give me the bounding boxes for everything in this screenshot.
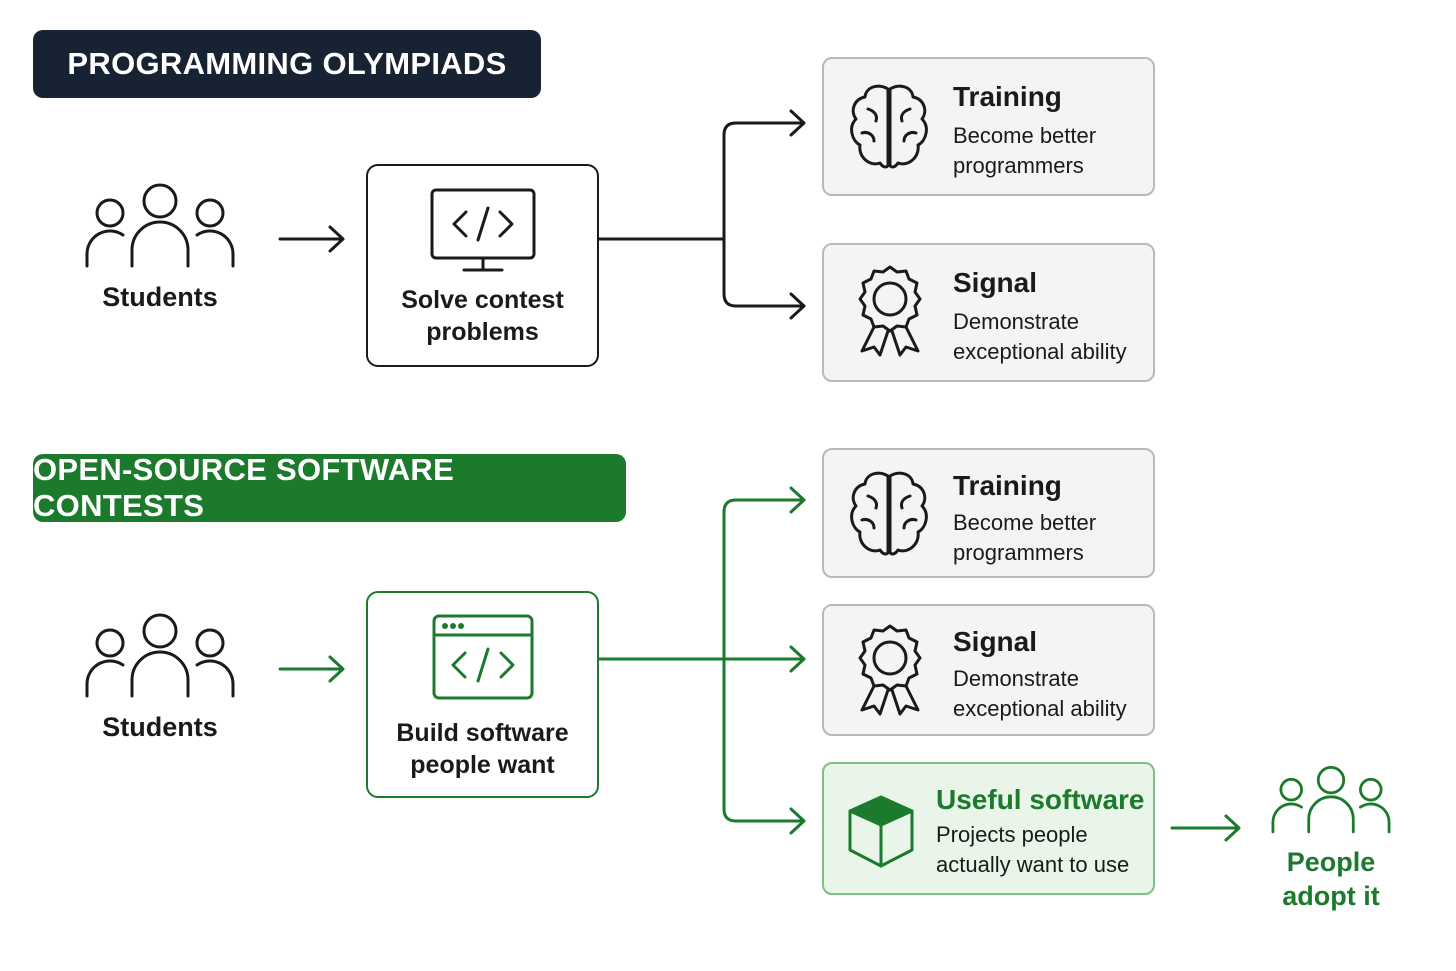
outcome-card-signal: Signal Demonstrate exceptional ability [822,243,1155,382]
students-label: Students [102,712,218,742]
outcome-card-training: Training Become better programmers [822,448,1155,578]
students-node: Students [85,612,235,743]
section-banner-open-source: OPEN-SOURCE SOFTWARE CONTESTS [33,452,626,523]
arrow-to-signal [789,292,806,320]
outcome-desc: Projects people actually want to use [936,822,1130,877]
arrow-to-signal [789,645,806,673]
outcome-desc: Become better programmers [953,123,1097,178]
brain-icon [850,84,928,169]
award-ribbon-icon [858,624,922,716]
outcome-title: Signal [953,626,1038,657]
code-window-icon [432,614,533,700]
students-node: Students [85,182,235,313]
activity-label: Solve contest problems [401,286,564,346]
people-group-icon [85,183,235,268]
outcome-desc: Become better programmers [953,510,1097,565]
award-ribbon-icon [858,265,922,357]
brain-icon [850,471,928,556]
banner-label: PROGRAMMING OLYMPIADS [67,46,507,81]
section-banner-olympiads: PROGRAMMING OLYMPIADS [33,30,541,98]
activity-box-solve: Solve contest problems [366,164,599,367]
branch-connector [722,121,805,308]
outcome-title: Training [953,470,1062,501]
outcome-desc: Demonstrate exceptional ability [953,666,1127,721]
banner-label: OPEN-SOURCE SOFTWARE CONTESTS [33,452,455,523]
arrow-to-training [789,109,806,137]
people-group-icon [85,613,235,698]
box-icon [848,795,914,868]
outcome-title: Training [953,81,1062,112]
activity-label: Build software people want [396,719,569,779]
outcome-card-useful-software: Useful software Projects people actually… [822,762,1155,895]
adoption-label: People adopt it [1282,847,1380,911]
outcome-title: Useful software [936,784,1145,815]
students-label: Students [102,282,218,312]
arrow-to-training [789,486,806,514]
code-monitor-icon [430,188,535,272]
branch-connector [722,498,805,823]
people-group-icon [1271,765,1391,834]
people-adopt-node: People adopt it [1256,765,1406,913]
arrow-to-useful [789,807,806,835]
outcome-title: Signal [953,267,1038,298]
outcome-card-training: Training Become better programmers [822,57,1155,196]
outcome-card-signal: Signal Demonstrate exceptional ability [822,604,1155,736]
activity-box-build: Build software people want [366,591,599,798]
outcome-desc: Demonstrate exceptional ability [953,309,1127,364]
